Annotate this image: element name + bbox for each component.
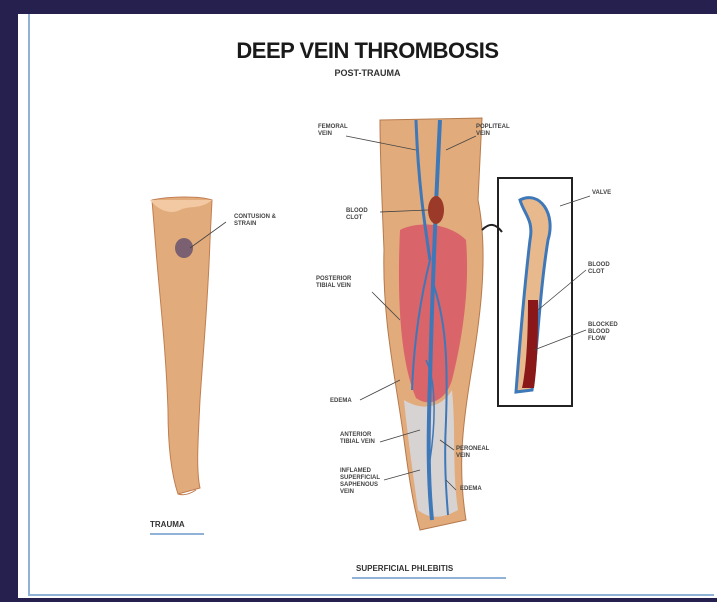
label-popliteal-vein: POPLITEAL VEIN <box>476 124 514 138</box>
vein-inset <box>482 178 572 406</box>
trauma-leg-illustration <box>150 197 212 495</box>
label-blood-clot-inset: BLOOD CLOT <box>588 262 618 276</box>
label-anterior-tibial-vein: ANTERIOR TIBIAL VEIN <box>340 432 380 446</box>
caption-superficial-phlebitis: SUPERFICIAL PHLEBITIS <box>356 564 453 573</box>
label-femoral-vein: FEMORAL VEIN <box>318 124 352 138</box>
label-edema-left: EDEMA <box>330 398 352 405</box>
caption-trauma: TRAUMA <box>150 520 185 529</box>
label-edema-right: EDEMA <box>460 486 482 493</box>
label-posterior-tibial-vein: POSTERIOR TIBIAL VEIN <box>316 276 372 290</box>
label-blood-clot: BLOOD CLOT <box>346 208 376 222</box>
label-contusion: CONTUSION & STRAIN <box>234 214 278 228</box>
dissected-leg-illustration <box>380 118 483 530</box>
label-blocked-blood-flow: BLOCKED BLOOD FLOW <box>588 322 622 343</box>
label-valve: VALVE <box>592 190 611 197</box>
label-peroneal-vein: PERONEAL VEIN <box>456 446 496 460</box>
label-inflamed-saphenous: INFLAMED SUPERFICIAL SAPHENOUS VEIN <box>340 468 384 496</box>
